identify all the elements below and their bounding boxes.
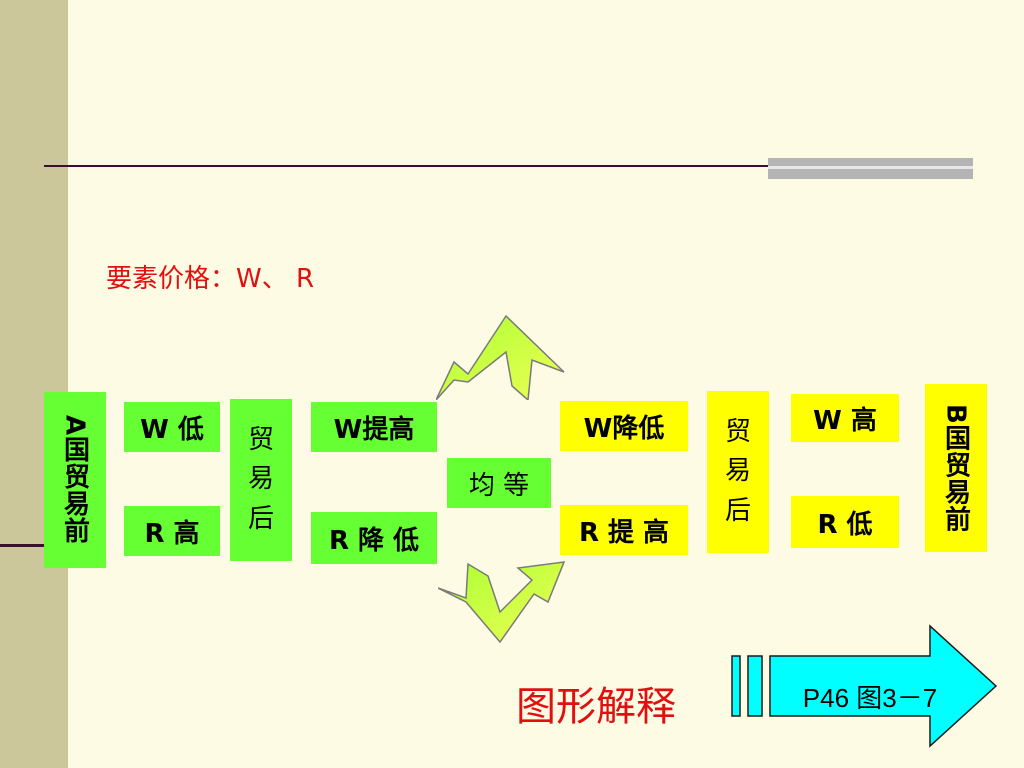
b-wage-lower-box: W降低 bbox=[560, 401, 688, 451]
left-sidebar-stripe bbox=[0, 0, 68, 768]
divider-accent-bar bbox=[768, 158, 973, 179]
a-wage-raise-label: W提高 bbox=[333, 414, 415, 445]
diagram-explanation-label: 图形解释 bbox=[516, 684, 676, 730]
a-rent-lower-box: R 降 低 bbox=[311, 512, 437, 564]
a-wage-low-label: W 低 bbox=[140, 414, 204, 445]
up-chevron-arrow-icon bbox=[436, 314, 565, 400]
a-rent-high-label: R 高 bbox=[144, 518, 200, 549]
trade-after-left-char: 贸 bbox=[247, 425, 274, 456]
down-chevron-arrow-icon bbox=[438, 561, 566, 644]
trade-after-right-char: 易 bbox=[724, 456, 751, 487]
b-wage-high-box: W 高 bbox=[791, 394, 899, 442]
country-b-before-trade: B国贸易前 bbox=[925, 384, 987, 552]
trade-after-left-char: 易 bbox=[247, 464, 274, 495]
a-rent-high-box: R 高 bbox=[124, 506, 220, 556]
a-rent-lower-label: R 降 低 bbox=[328, 525, 420, 556]
trade-after-right-char: 后 bbox=[724, 495, 751, 526]
a-wage-raise-box: W提高 bbox=[311, 402, 437, 452]
trade-after-right: 贸 易 后 bbox=[707, 391, 769, 553]
b-rent-raise-label: R 提 高 bbox=[578, 517, 670, 548]
b-rent-low-label: R 低 bbox=[817, 509, 873, 540]
a-wage-low-box: W 低 bbox=[124, 402, 220, 452]
country-a-before-trade: A国贸易前 bbox=[44, 392, 106, 568]
title-divider-line bbox=[44, 165, 972, 167]
factor-price-equal-label: 均 等 bbox=[468, 470, 530, 501]
b-wage-high-label: W 高 bbox=[813, 405, 877, 436]
country-a-label: A国贸易前 bbox=[59, 415, 90, 545]
factor-price-equal-box: 均 等 bbox=[447, 458, 551, 508]
reference-label: P46 图3－7 bbox=[802, 682, 938, 713]
b-rent-low-box: R 低 bbox=[791, 496, 899, 548]
trade-after-left-char: 后 bbox=[247, 503, 274, 534]
factor-price-heading: 要素价格：W、 R bbox=[106, 264, 315, 294]
b-rent-raise-box: R 提 高 bbox=[560, 505, 688, 555]
trade-after-left: 贸 易 后 bbox=[230, 399, 292, 561]
sidebar-accent-line bbox=[0, 544, 46, 547]
striped-right-arrow-icon[interactable] bbox=[730, 624, 1000, 748]
b-wage-lower-label: W降低 bbox=[583, 413, 665, 444]
country-b-label: B国贸易前 bbox=[940, 403, 971, 533]
trade-after-right-char: 贸 bbox=[724, 417, 751, 448]
